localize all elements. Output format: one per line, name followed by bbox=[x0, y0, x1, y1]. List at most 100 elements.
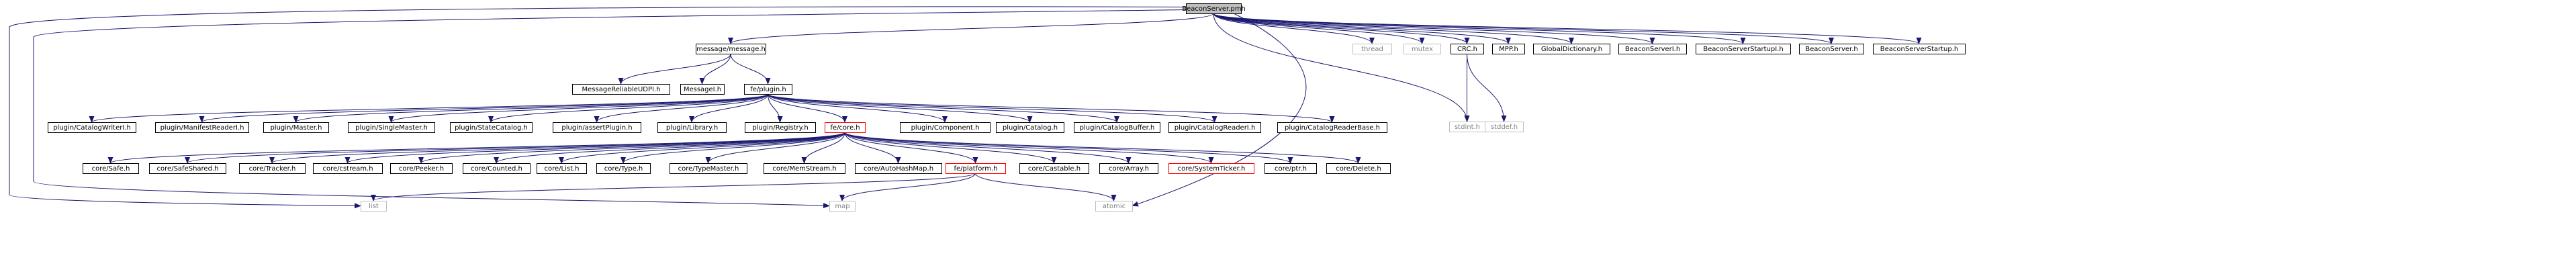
node-label: stdint.h bbox=[1455, 124, 1480, 131]
node-box bbox=[1074, 122, 1160, 133]
edge-fe-plugin-h-to-single-master-h bbox=[388, 93, 768, 123]
node-box bbox=[1485, 122, 1524, 132]
node-catalog-writeri-h[interactable]: plugin/CatalogWriterI.h bbox=[48, 122, 136, 133]
node-auto-hash-map-h[interactable]: core/AutoHashMap.h bbox=[855, 163, 942, 174]
node-cstream-h[interactable]: core/cstream.h bbox=[313, 163, 383, 174]
edge-fe-platform-h-to-map bbox=[839, 173, 976, 201]
node-peeker-h[interactable]: core/Peeker.h bbox=[390, 163, 453, 174]
node-array-h[interactable]: core/Array.h bbox=[1099, 163, 1158, 174]
node-label: mutex bbox=[1412, 46, 1433, 53]
node-label: plugin/Component.h bbox=[911, 124, 980, 132]
node-catalog-reader-base-h[interactable]: plugin/CatalogReaderBase.h bbox=[1277, 122, 1387, 133]
node-library-h[interactable]: plugin/Library.h bbox=[657, 122, 727, 133]
edge-fe-plugin-h-to-manifest-readeri-h bbox=[199, 93, 768, 123]
node-label: plugin/Registry.h bbox=[752, 124, 808, 132]
node-crc-h[interactable]: CRC.h bbox=[1451, 44, 1484, 54]
node-list: list bbox=[361, 201, 387, 212]
node-box bbox=[1696, 44, 1791, 54]
node-label: core/Peeker.h bbox=[399, 165, 444, 173]
node-message-h[interactable]: message/message.h bbox=[696, 44, 766, 54]
node-thread: thread bbox=[1352, 44, 1392, 54]
node-label: MessageI.h bbox=[684, 86, 721, 93]
node-box bbox=[1799, 44, 1864, 54]
node-catalog-buffer-h[interactable]: plugin/CatalogBuffer.h bbox=[1074, 122, 1160, 133]
edge-fe-plugin-h-to-catalog-reader-base-h bbox=[768, 93, 1335, 123]
node-label: core/Castable.h bbox=[1028, 165, 1080, 173]
node-box bbox=[572, 84, 670, 95]
edge-fe-core-h-to-array-h bbox=[844, 132, 1132, 164]
node-label: core/Delete.h bbox=[1336, 165, 1381, 173]
edge-root-to-mutex bbox=[1213, 13, 1425, 44]
edge-root-to-beacon-server-startupi-h bbox=[1213, 13, 1746, 44]
node-beacon-server-startupi-h[interactable]: BeaconServerStartupI.h bbox=[1696, 44, 1791, 54]
node-fe-core-h[interactable]: fe/core.h bbox=[825, 122, 866, 133]
node-type-master-h[interactable]: core/TypeMaster.h bbox=[670, 163, 747, 174]
node-assert-plugin-h[interactable]: plugin/assertPlugin.h bbox=[553, 122, 641, 133]
edge-message-h-to-messagei-h bbox=[699, 53, 731, 85]
node-label: stddef.h bbox=[1491, 124, 1518, 131]
node-message-reliable-udpi-h[interactable]: MessageReliableUDPI.h bbox=[572, 84, 670, 95]
node-label: BeaconServerI.h bbox=[1625, 46, 1680, 53]
edges bbox=[9, 6, 1922, 209]
node-label: core/AutoHashMap.h bbox=[864, 165, 933, 173]
node-manifest-readeri-h[interactable]: plugin/ManifestReaderI.h bbox=[155, 122, 249, 133]
edge-fe-core-h-to-list-core-h bbox=[559, 132, 845, 164]
node-messagei-h[interactable]: MessageI.h bbox=[680, 84, 725, 95]
node-beacon-server-startup-h[interactable]: BeaconServerStartup.h bbox=[1873, 44, 1966, 54]
edge-fe-plugin-h-to-library-h bbox=[689, 93, 768, 123]
edge-fe-plugin-h-to-fe-core-h bbox=[768, 93, 847, 123]
node-global-dictionary-h[interactable]: GlobalDictionary.h bbox=[1533, 44, 1610, 54]
node-label: core/List.h bbox=[544, 165, 579, 173]
node-registry-h[interactable]: plugin/Registry.h bbox=[745, 122, 816, 133]
node-mpp-h[interactable]: MPP.h bbox=[1492, 44, 1525, 54]
node-system-ticker-h[interactable]: core/SystemTicker.h bbox=[1168, 163, 1254, 174]
node-single-master-h[interactable]: plugin/SingleMaster.h bbox=[348, 122, 435, 133]
node-catalog-h[interactable]: plugin/Catalog.h bbox=[996, 122, 1064, 133]
node-beacon-serveri-h[interactable]: BeaconServerI.h bbox=[1618, 44, 1687, 54]
node-label: fe/core.h bbox=[830, 124, 860, 132]
node-box bbox=[348, 122, 435, 133]
edge-root-to-thread bbox=[1213, 13, 1375, 44]
node-label: BeaconServerStartup.h bbox=[1880, 46, 1959, 53]
node-box bbox=[313, 163, 383, 174]
node-box bbox=[1404, 44, 1441, 54]
edge-root-to-map bbox=[33, 9, 1187, 209]
node-label: core/Safe.h bbox=[92, 165, 130, 173]
node-castable-h[interactable]: core/Castable.h bbox=[1019, 163, 1089, 174]
node-box bbox=[596, 163, 651, 174]
edge-fe-platform-h-to-list bbox=[371, 173, 976, 201]
node-label: core/Tracker.h bbox=[249, 165, 296, 173]
node-state-catalog-h[interactable]: plugin/StateCatalog.h bbox=[450, 122, 533, 133]
edge-root-to-global-dictionary-h bbox=[1213, 13, 1574, 44]
edge-root-to-beacon-server-h bbox=[1213, 13, 1834, 44]
node-type-h[interactable]: core/Type.h bbox=[596, 163, 651, 174]
edge-crc-h-to-stddef-h bbox=[1467, 53, 1507, 122]
node-ptr-h[interactable]: core/ptr.h bbox=[1264, 163, 1317, 174]
node-beacon-server-h[interactable]: BeaconServer.h bbox=[1799, 44, 1864, 54]
node-catalog-readeri-h[interactable]: plugin/CatalogReaderI.h bbox=[1168, 122, 1261, 133]
edge-fe-core-h-to-delete-h bbox=[844, 132, 1361, 164]
edge-root-to-beacon-serveri-h bbox=[1213, 13, 1655, 44]
node-master-h[interactable]: plugin/Master.h bbox=[263, 122, 329, 133]
edge-fe-plugin-h-to-registry-h bbox=[768, 93, 783, 123]
edge-fe-plugin-h-to-catalog-h bbox=[768, 93, 1033, 123]
node-box bbox=[946, 163, 1006, 174]
node-box bbox=[1186, 3, 1242, 14]
node-component-h[interactable]: plugin/Component.h bbox=[900, 122, 991, 133]
node-tracker-h[interactable]: core/Tracker.h bbox=[239, 163, 306, 174]
node-box bbox=[745, 122, 816, 133]
node-box bbox=[1019, 163, 1089, 174]
node-box bbox=[1277, 122, 1387, 133]
node-delete-h[interactable]: core/Delete.h bbox=[1326, 163, 1391, 174]
node-list-core-h[interactable]: core/List.h bbox=[537, 163, 587, 174]
node-fe-plugin-h[interactable]: fe/plugin.h bbox=[744, 84, 792, 95]
node-counted-h[interactable]: core/Counted.h bbox=[463, 163, 531, 174]
node-box bbox=[149, 163, 226, 174]
node-safe-shared-h[interactable]: core/SafeShared.h bbox=[149, 163, 226, 174]
node-safe-h[interactable]: core/Safe.h bbox=[83, 163, 139, 174]
node-box bbox=[855, 163, 942, 174]
node-fe-platform-h[interactable]: fe/platform.h bbox=[946, 163, 1006, 174]
node-mem-stream-h[interactable]: core/MemStream.h bbox=[764, 163, 845, 174]
edge-message-h-to-fe-plugin-h bbox=[730, 53, 771, 85]
edge-root-to-atomic bbox=[1132, 13, 1307, 207]
